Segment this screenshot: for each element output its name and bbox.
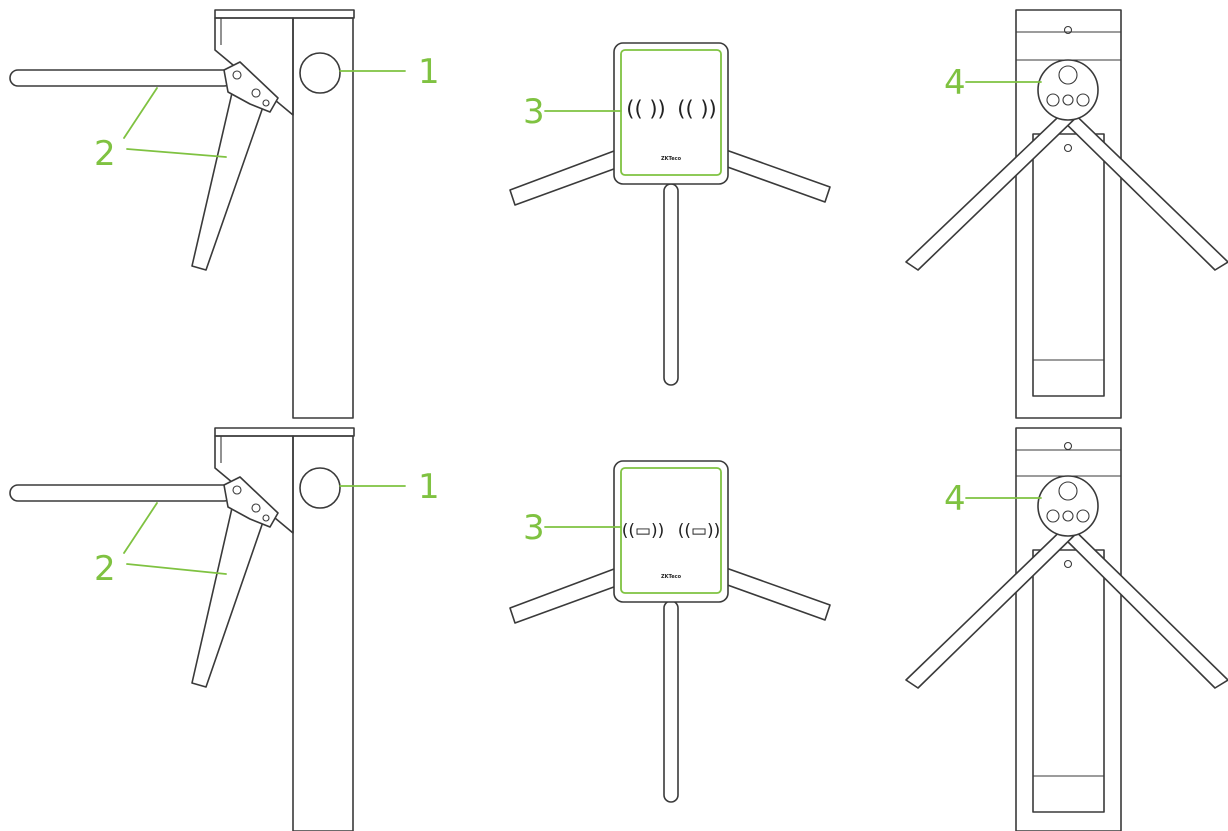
card-symbol-right: ((▭)) [678,521,721,541]
callout-label-4: 4 [944,479,966,519]
callout-label-3: 3 [523,508,545,548]
brand-logo: ZKTeco [661,574,682,580]
turnstile-side-view [9,427,355,831]
callout-label-1: 1 [418,52,440,92]
side-head-housing [214,435,294,534]
top-right-arm [905,515,1087,689]
turnstile-front-view: ((▭)) ((▭)) ZKTeco [509,460,831,803]
arm-hub [223,61,279,113]
brand-logo: ZKTeco [661,156,682,162]
rfid-symbol-right: (( )) [677,97,716,121]
front-vertical-arm [663,600,679,803]
turnstile-top-view [905,427,1228,831]
angled-arm [191,92,265,271]
horizontal-arm [9,484,233,502]
screw-icon [1063,559,1073,569]
callout-line-2b [126,563,227,575]
reader-area-highlight [620,467,722,594]
screw-icon [1063,441,1073,451]
side-pillar [292,435,354,831]
row-1: (( )) (( )) ZKTeco 1 2 3 4 [9,9,1228,419]
rotor-hub [1037,475,1099,537]
screw-icon [1063,25,1073,35]
callout-line-2a [123,502,158,554]
turnstile-top-view [905,9,1228,419]
rfid-symbol-left: (( )) [626,97,665,121]
callout-label-3: 3 [523,92,545,132]
card-symbol-left: ((▭)) [622,521,665,541]
screw-icon [1063,143,1073,153]
callout-label-1: 1 [418,467,440,507]
top-view-frame [1015,427,1122,831]
top-left-arm [1049,99,1228,271]
side-top-cap [214,427,355,437]
callout-line-2b [126,148,227,158]
arm-hub [223,476,279,528]
turnstile-front-view: (( )) (( )) ZKTeco [509,42,831,386]
side-reader-disc [299,467,341,509]
angled-arm [191,507,265,688]
reader-panel [613,460,729,603]
row-2: ((▭)) ((▭)) ZKTeco 1 2 3 4 [9,427,1228,831]
top-view-frame [1015,9,1122,419]
side-reader-disc [299,52,341,94]
top-left-arm [1049,515,1228,689]
callout-line-2a [123,87,158,139]
top-view-inner-panel [1032,549,1105,813]
rotor-hub [1037,59,1099,121]
side-head-housing [214,17,294,116]
callout-label-2: 2 [94,549,116,589]
reader-area-highlight [620,49,722,176]
top-right-arm [905,99,1087,271]
turnstile-side-view [9,9,355,419]
horizontal-arm [9,69,233,87]
top-view-inner-panel [1032,133,1105,397]
front-vertical-arm [663,183,679,386]
side-pillar [292,17,354,419]
callout-label-4: 4 [944,63,966,103]
callout-label-2: 2 [94,134,116,174]
reader-panel [613,42,729,185]
side-top-cap [214,9,355,19]
